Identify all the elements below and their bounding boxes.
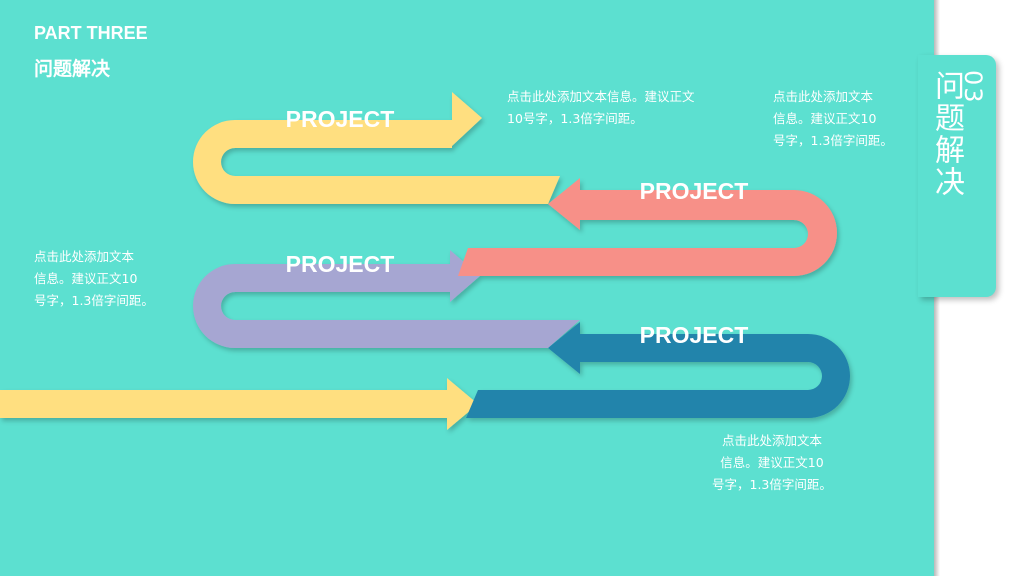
note-top-right: 点击此处添加文本 信息。建议正文10 号字，1.3倍字间距。	[773, 89, 893, 148]
part-label: PART THREE	[34, 23, 148, 43]
note-top-middle: 点击此处添加文本信息。建议正文 10号字，1.3倍字间距。	[507, 89, 695, 126]
input-arrow	[0, 378, 478, 430]
slide-background	[0, 0, 936, 576]
note-bottom-right: 点击此处添加文本 信息。建议正文10 号字，1.3倍字间距。	[712, 433, 832, 492]
note-left: 点击此处添加文本 信息。建议正文10 号字，1.3倍字间距。	[34, 249, 154, 308]
section-tab-number: 03	[959, 70, 987, 105]
step-4-label: PROJECT	[640, 322, 749, 348]
step-3-label: PROJECT	[286, 251, 395, 277]
step-4-band	[466, 322, 850, 418]
step-3-band	[193, 250, 581, 348]
step-1-label: PROJECT	[286, 106, 395, 132]
section-tab-title: 问题解决	[929, 70, 964, 198]
step-1-band	[193, 92, 560, 204]
section-tab[interactable]	[918, 55, 996, 297]
step-2-label: PROJECT	[640, 178, 749, 204]
step-2-band	[458, 178, 837, 276]
serpentine-flow-diagram: PROJECT PROJECT PROJECT PROJECT	[0, 92, 850, 430]
page-title: 问题解决	[34, 58, 111, 80]
